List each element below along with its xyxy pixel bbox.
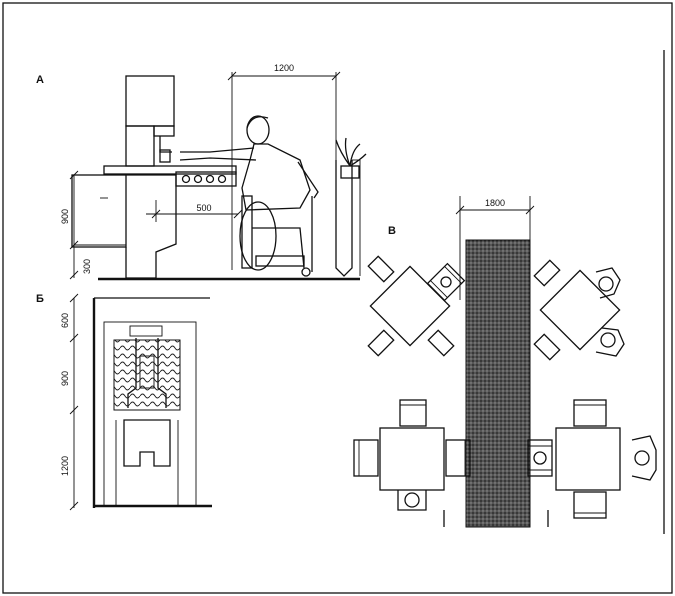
table — [369, 265, 451, 347]
cabinet-panel — [113, 339, 181, 411]
right-cabinet — [335, 160, 353, 277]
plant-icon — [335, 137, 367, 167]
chair — [367, 255, 395, 283]
wheelchair-icon — [426, 262, 466, 302]
wheelchair-icon — [527, 439, 553, 477]
wheelchair-user — [179, 115, 319, 277]
dim-1200-text: 1200 — [274, 63, 294, 73]
wheel — [239, 201, 277, 271]
head — [246, 115, 270, 145]
torso — [241, 143, 311, 211]
table-square-left — [353, 399, 471, 511]
aisle — [465, 239, 531, 528]
chair — [573, 399, 607, 427]
table-square-right — [527, 399, 657, 519]
table-diamond-left — [367, 255, 466, 357]
chair — [533, 333, 561, 361]
table — [379, 427, 445, 491]
section-b-label: Б — [36, 293, 44, 305]
chair-back — [241, 195, 253, 269]
person-icon — [631, 435, 657, 481]
section-a: А — [36, 63, 367, 281]
person-icon — [595, 267, 625, 357]
counter-body — [125, 174, 177, 279]
section-c: В 1800 — [353, 196, 657, 528]
chair — [399, 399, 427, 427]
column — [125, 125, 155, 167]
front-cabinet — [71, 174, 127, 248]
knob — [205, 174, 215, 184]
person-icon — [397, 490, 427, 511]
chair — [533, 259, 561, 287]
chair — [573, 491, 607, 519]
knob — [181, 174, 191, 184]
chair — [445, 439, 471, 477]
footrest — [255, 255, 305, 267]
section-a-label: А — [36, 74, 44, 86]
knob — [193, 174, 203, 184]
table — [539, 269, 621, 351]
planter — [340, 165, 360, 179]
upper-cabinet — [125, 75, 175, 127]
chair — [427, 329, 455, 357]
dispenser — [153, 125, 175, 137]
section-b: Б 600 900 1200 — [36, 293, 212, 511]
knob-panel — [175, 171, 237, 187]
table — [555, 427, 621, 491]
section-c-label: В — [388, 225, 396, 237]
dim-1200-b-text: 1200 — [60, 456, 70, 476]
knob — [217, 174, 227, 184]
arm — [180, 147, 255, 153]
dim-900-b-text: 900 — [60, 371, 70, 386]
chair — [353, 439, 379, 477]
dim-300-text: 300 — [82, 259, 92, 274]
cup — [159, 149, 171, 163]
chair-front — [123, 419, 171, 467]
counter-top — [103, 165, 237, 175]
table-diamond-right — [533, 259, 625, 361]
niche — [103, 321, 197, 507]
dim-900-text: 900 — [60, 209, 70, 224]
dim-500-text: 500 — [196, 203, 211, 213]
dim-1800-text: 1800 — [485, 198, 505, 208]
dim-600-text: 600 — [60, 313, 70, 328]
chair — [367, 329, 395, 357]
